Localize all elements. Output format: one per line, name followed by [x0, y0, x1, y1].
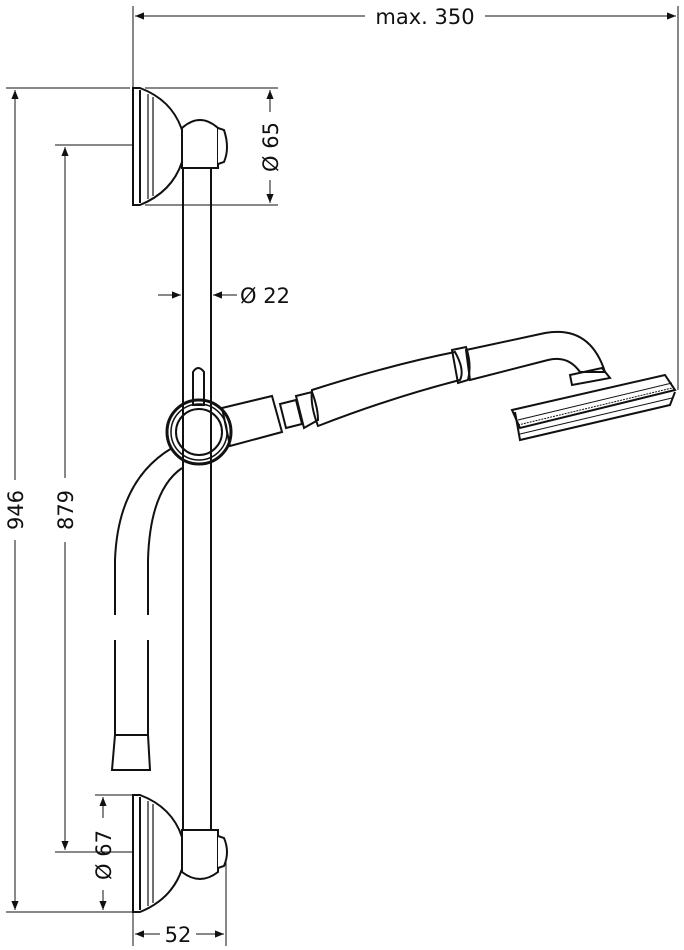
shower-hose	[110, 447, 183, 771]
top-bracket-diameter-label: Ø 65	[259, 122, 283, 172]
dimension-total-height: 946	[4, 87, 130, 913]
max-width-label: max. 350	[375, 5, 474, 29]
dimension-max-width: max. 350	[132, 5, 679, 390]
dimension-rail: Ø 22	[158, 284, 290, 308]
dimension-top-bracket: Ø 65	[145, 87, 283, 206]
dimension-projection: 52	[132, 862, 227, 947]
dimension-bottom-bracket: Ø 67	[92, 794, 133, 913]
shower-rail	[182, 168, 212, 830]
rail-slider	[165, 367, 233, 466]
projection-label: 52	[165, 923, 192, 947]
hand-shower	[220, 330, 677, 448]
bottom-wall-bracket	[132, 794, 228, 913]
bracket-spacing-label: 879	[54, 490, 78, 530]
bottom-bracket-diameter-label: Ø 67	[92, 830, 116, 880]
total-height-label: 946	[4, 490, 28, 530]
rail-diameter-label: Ø 22	[240, 284, 290, 308]
top-wall-bracket	[132, 87, 228, 206]
dimension-bracket-spacing: 879	[54, 144, 133, 853]
